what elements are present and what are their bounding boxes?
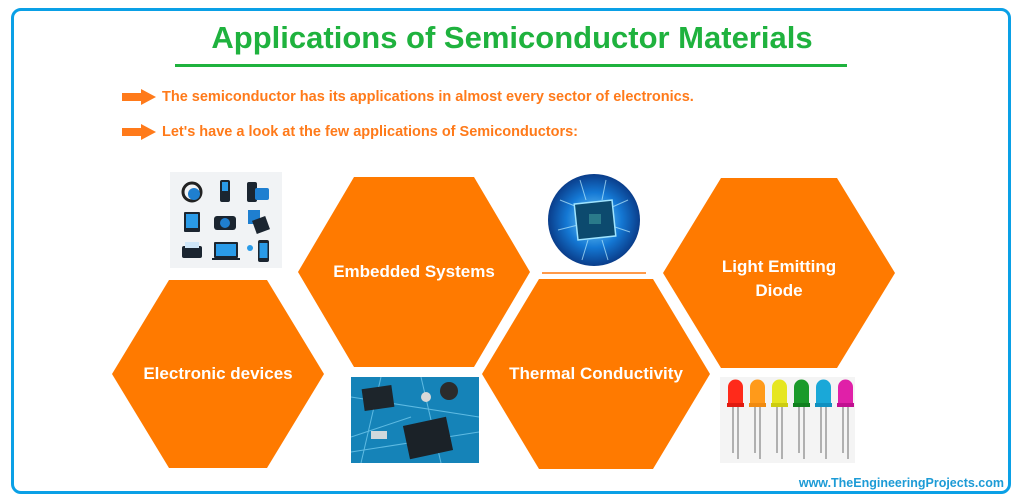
chip-underline [542,272,646,274]
hexagon-light-emitting-diode: Light Emitting Diode [663,178,895,368]
title-underline [175,64,847,67]
cpu-chip-image [540,170,648,274]
hexagon-label: Embedded Systems [333,262,495,281]
hexagon-thermal-conductivity: Thermal Conductivity [482,279,710,469]
page-title: Applications of Semiconductor Materials [211,20,813,55]
hexagon-label: Light Emitting Diode [663,178,895,368]
bullet-text: The semiconductor has its applications i… [162,89,694,105]
hexagon-label-line: Light Emitting [721,257,837,276]
website-url: www.TheEngineeringProjects.com [798,476,1004,490]
electronic-devices-image [170,172,282,268]
hexagon-label: Electronic devices [143,364,293,383]
arrow-right-icon [122,124,156,140]
bullet-item: The semiconductor has its applications i… [122,89,694,105]
leds-image [720,377,855,463]
circuit-board-image [351,377,479,463]
border-frame [11,8,1011,494]
hexagon-embedded-systems: Embedded Systems [298,177,530,367]
arrow-right-icon [122,89,156,105]
bullet-item: Let's have a look at the few application… [122,124,578,140]
bullet-text: Let's have a look at the few application… [162,124,578,140]
hexagon-label-line: Diode [755,281,803,300]
hexagon-electronic-devices: Electronic devices [112,280,324,468]
hexagon-label: Thermal Conductivity [509,364,683,383]
